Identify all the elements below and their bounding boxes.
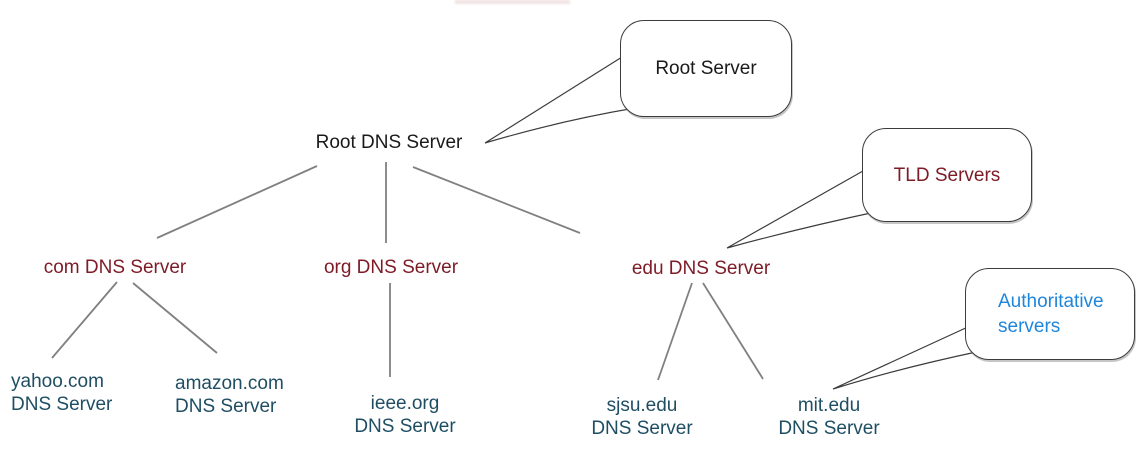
node-org-dns-server: org DNS Server <box>323 257 459 278</box>
leaf-line1: sjsu.edu <box>606 395 678 416</box>
node-sjsu-edu: sjsu.edu DNS Server <box>591 394 692 440</box>
callout-root-server-label: Root Server <box>655 58 757 79</box>
leaf-line1: amazon.com <box>175 373 284 394</box>
leaf-line1: yahoo.com <box>11 371 104 392</box>
leaf-line1: ieee.org <box>370 393 440 414</box>
leaf-line2: DNS Server <box>11 394 113 415</box>
leaf-line2: DNS Server <box>175 396 277 417</box>
leaf-line2: DNS Server <box>354 416 456 437</box>
node-amazon-com: amazon.com DNS Server <box>175 372 284 418</box>
leaf-line1: mit.edu <box>797 395 861 416</box>
edge-edu-mit <box>702 282 764 380</box>
edge-root-edu <box>412 166 581 234</box>
node-root-dns-server: Root DNS Server <box>315 132 463 153</box>
node-mit-edu: mit.edu DNS Server <box>778 394 879 440</box>
callout-tld-servers: TLD Servers <box>862 128 1032 222</box>
edge-root-com <box>156 165 318 239</box>
leaf-line2: DNS Server <box>778 418 880 439</box>
callout-authoritative-servers: Authoritative servers <box>965 268 1135 360</box>
callout-authoritative-servers-label: Authoritative servers <box>998 289 1104 339</box>
edge-edu-sjsu <box>657 282 693 381</box>
node-ieee-org: ieee.org DNS Server <box>354 392 455 438</box>
callout-authoritative-line1: Authoritative <box>998 291 1104 312</box>
callout-tld-servers-label: TLD Servers <box>893 164 1001 186</box>
callout-root-server: Root Server <box>620 20 792 117</box>
node-com-dns-server: com DNS Server <box>43 257 187 278</box>
edge-com-amazon <box>132 282 218 354</box>
node-yahoo-com: yahoo.com DNS Server <box>11 370 112 416</box>
top-edge-artifact <box>455 0 570 4</box>
callout-tail-tld-servers <box>726 166 881 249</box>
callout-authoritative-line2: servers <box>998 316 1061 337</box>
node-edu-dns-server: edu DNS Server <box>631 258 771 279</box>
edge-com-yahoo <box>51 281 118 359</box>
leaf-line2: DNS Server <box>591 418 693 439</box>
callout-tail-authoritative <box>832 325 982 390</box>
